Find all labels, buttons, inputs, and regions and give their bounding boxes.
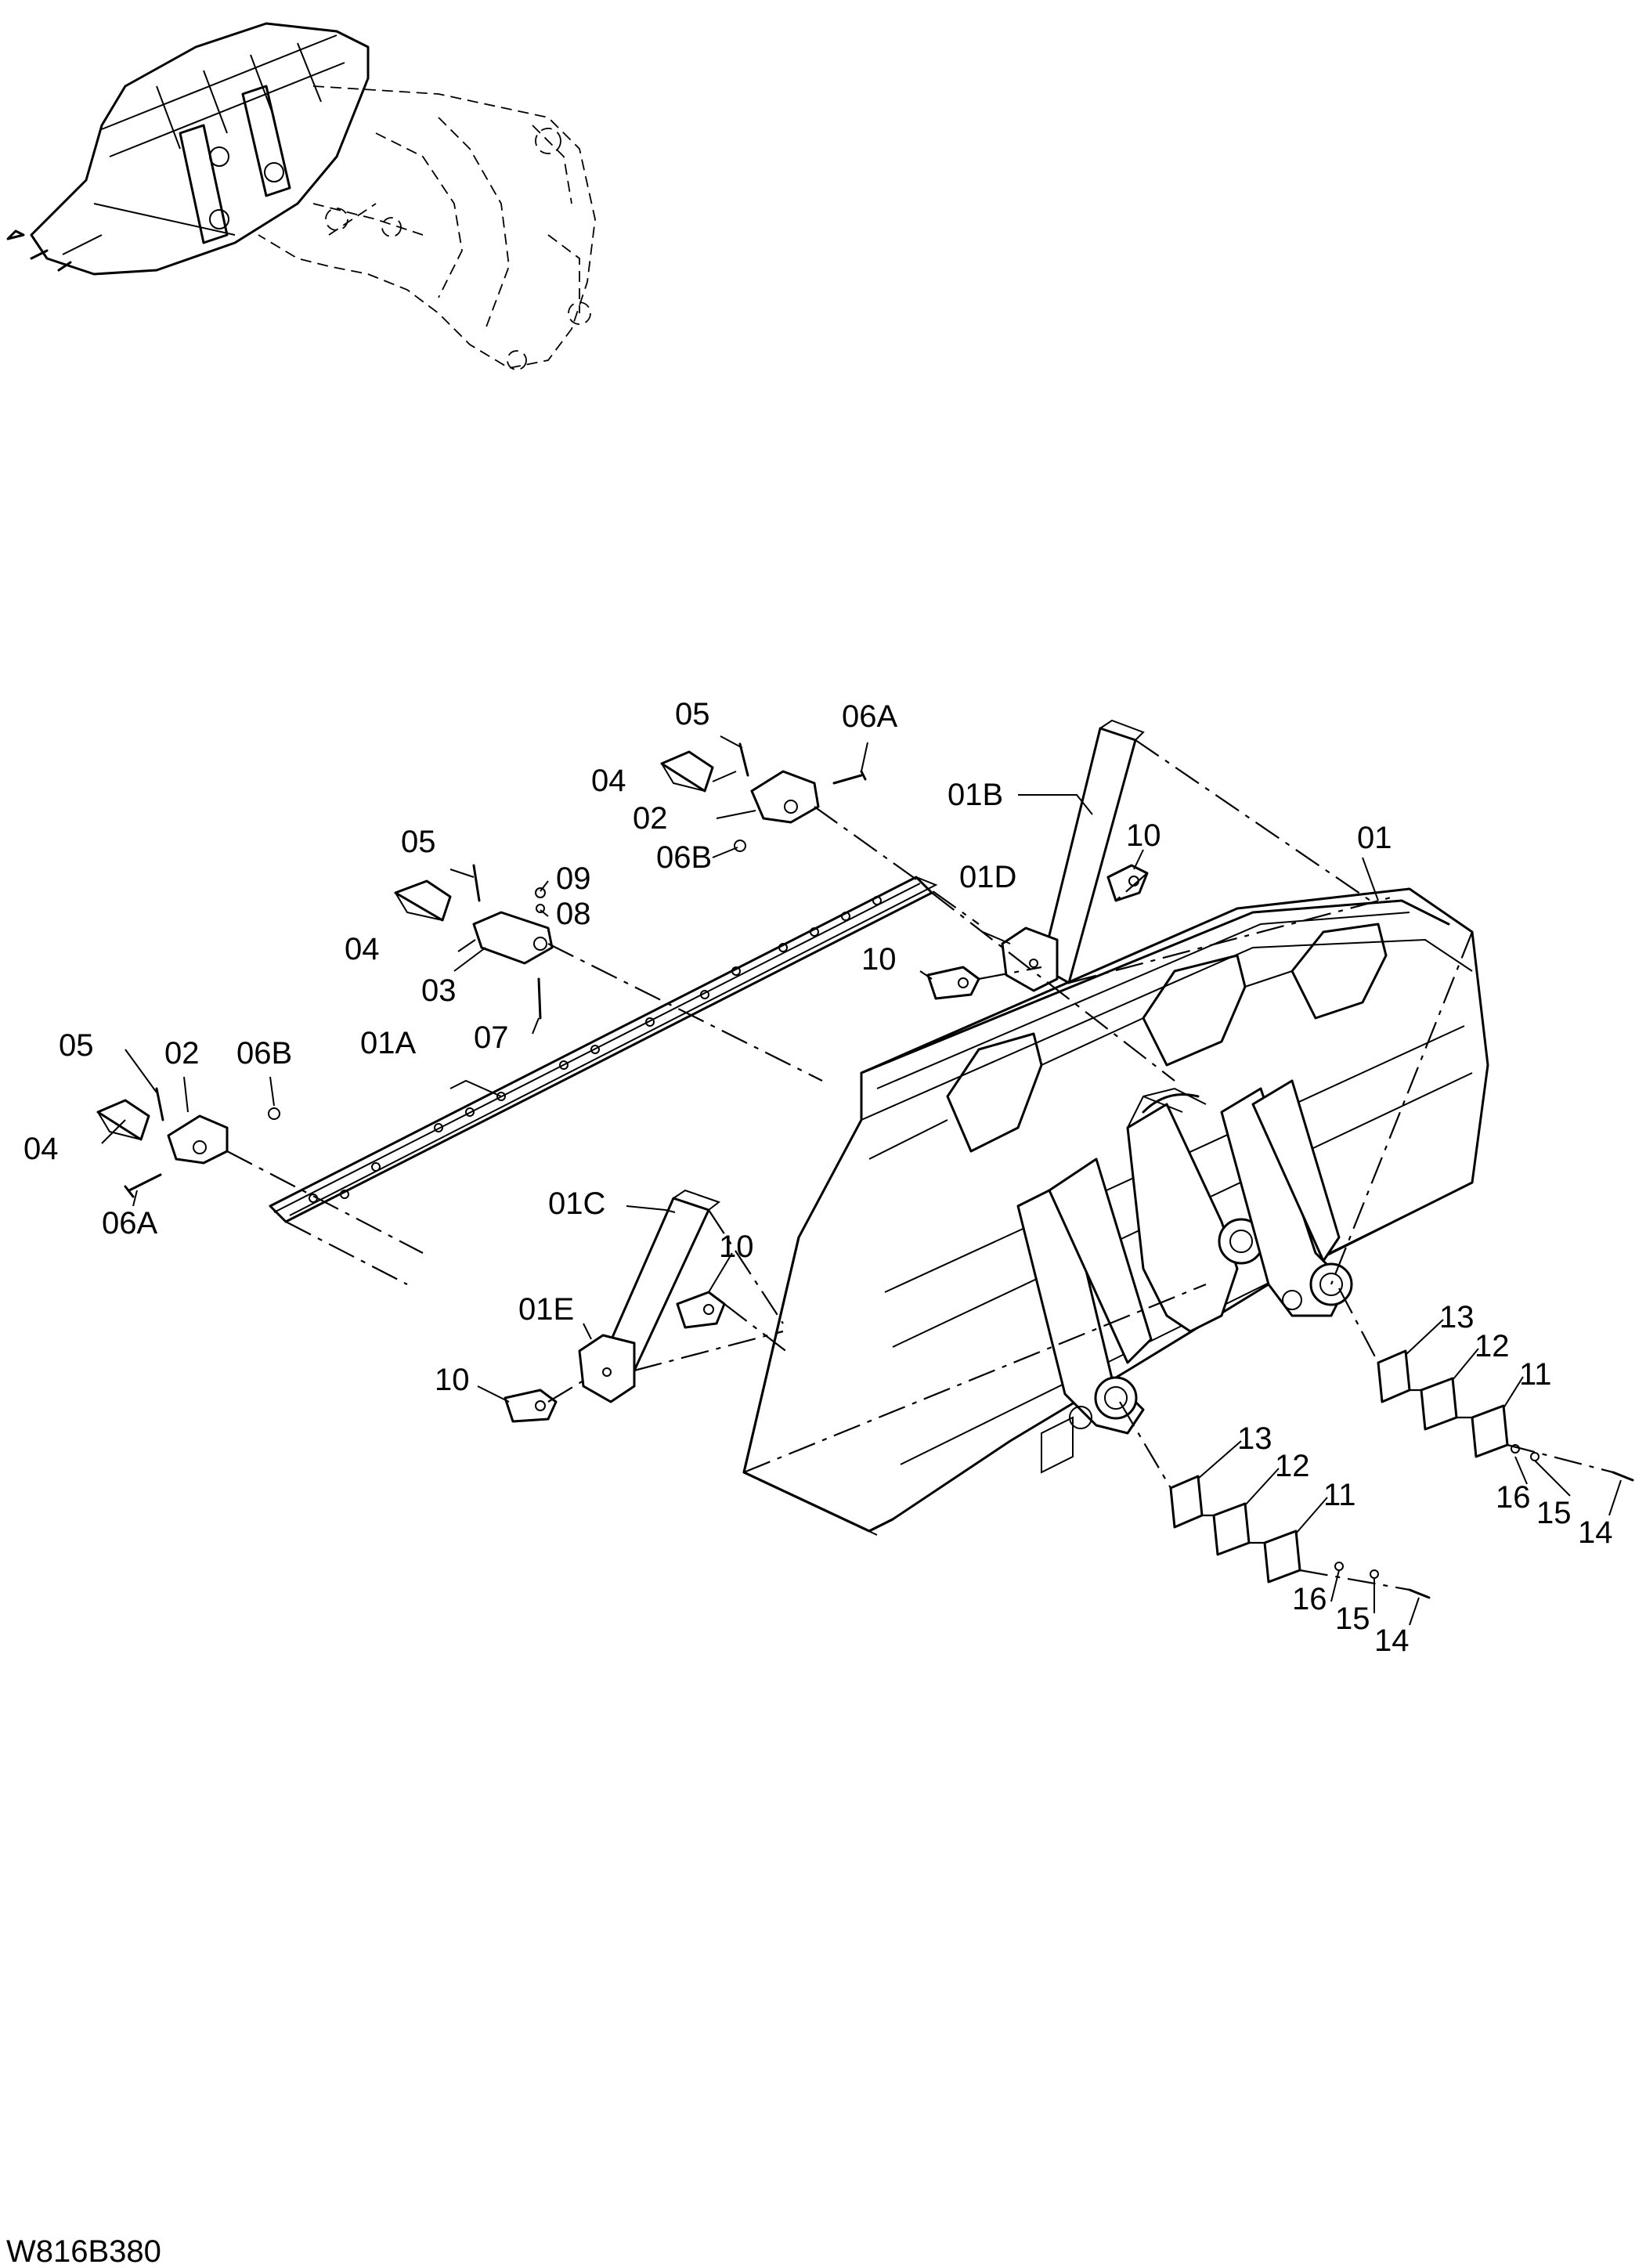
label-11-upper: 11	[1519, 1357, 1552, 1392]
label-06b-top: 06B	[656, 840, 712, 875]
label-09: 09	[556, 861, 591, 896]
label-02-top: 02	[633, 801, 668, 836]
label-01a: 01A	[360, 1026, 416, 1060]
label-14-upper: 14	[1578, 1515, 1613, 1550]
label-05-left: 05	[59, 1028, 94, 1063]
label-01b: 01B	[948, 778, 1003, 812]
label-10-a: 10	[1126, 818, 1161, 853]
drawing-code: W816B380	[6, 2234, 161, 2268]
label-06b-left: 06B	[236, 1036, 292, 1071]
label-06a-top: 06A	[842, 699, 897, 734]
label-04-mid: 04	[345, 932, 380, 966]
label-10-d: 10	[435, 1363, 470, 1397]
label-16-lower: 16	[1292, 1582, 1327, 1616]
label-04-top: 04	[591, 764, 626, 798]
label-01d: 01D	[959, 860, 1016, 894]
wear-plate-group-lower	[1169, 1475, 1431, 1599]
label-11-lower: 11	[1323, 1478, 1356, 1512]
label-12-upper: 12	[1475, 1329, 1510, 1363]
label-02-left: 02	[164, 1036, 200, 1071]
label-08: 08	[556, 897, 591, 931]
label-13-upper: 13	[1439, 1300, 1475, 1334]
bucket-01	[742, 887, 1489, 1536]
tooth-group-top	[660, 742, 867, 852]
label-04-left: 04	[23, 1132, 59, 1166]
label-05-top: 05	[675, 697, 710, 731]
wear-plate-group-upper	[1377, 1349, 1634, 1482]
label-01c: 01C	[548, 1186, 605, 1221]
pin-parts-10	[504, 864, 1149, 1423]
label-06a-left: 06A	[102, 1206, 157, 1241]
label-15-upper: 15	[1536, 1496, 1572, 1530]
tooth-group-middle	[394, 864, 554, 1020]
tooth-group-left	[96, 1087, 280, 1198]
label-10-b: 10	[861, 942, 897, 977]
leader-lines	[101, 735, 1622, 1626]
label-10-c: 10	[719, 1230, 754, 1264]
label-12-lower: 12	[1275, 1449, 1310, 1483]
label-01: 01	[1357, 821, 1392, 855]
label-07: 07	[474, 1020, 509, 1055]
end-bit-01e	[578, 1334, 636, 1403]
label-13-lower: 13	[1237, 1421, 1272, 1456]
cutting-edge-01a	[269, 876, 938, 1223]
label-15-lower: 15	[1335, 1602, 1370, 1636]
assembly-lines	[226, 739, 1614, 1591]
end-bit-01d	[1001, 926, 1059, 992]
overview-inset	[6, 22, 596, 370]
callout-labels: 01 01A 01B 01C 01D 01E 02 02 03 04 04 04…	[23, 697, 1613, 1658]
label-16-upper: 16	[1496, 1480, 1531, 1515]
label-05-mid: 05	[401, 825, 436, 859]
label-01e: 01E	[518, 1292, 574, 1327]
label-14-lower: 14	[1374, 1623, 1410, 1658]
label-03: 03	[421, 973, 457, 1008]
cutting-edge-bolt-holes	[309, 896, 882, 1203]
